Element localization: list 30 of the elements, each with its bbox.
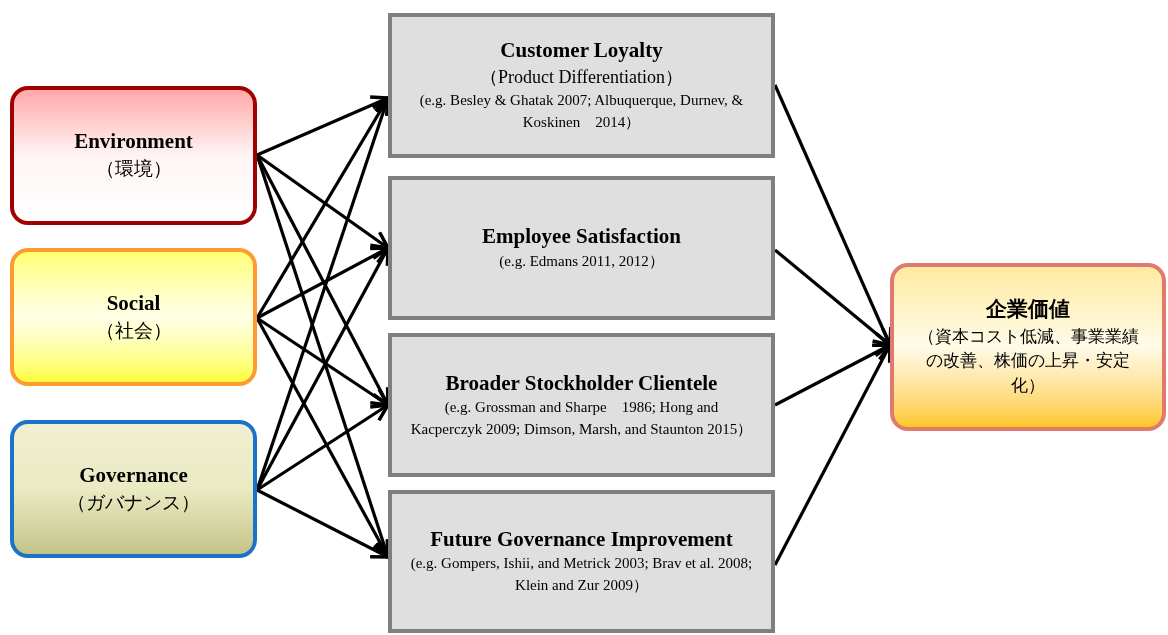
box-title: 企業価値 <box>986 296 1070 324</box>
box-title: Governance <box>79 461 188 489</box>
box-text: (e.g. Gompers, Ishii, and Metrick 2003; Brav et al. 2008; Klein and Zur 2009） <box>409 554 754 596</box>
process-box <box>388 333 775 477</box>
process-box <box>388 13 775 158</box>
box-title: Customer Loyalty <box>500 37 663 65</box>
box-title: Social <box>106 289 161 317</box>
outcome-box <box>890 263 1166 431</box>
arrow <box>256 153 390 250</box>
box-text: （資本コスト低減、事業業績の改善、株価の上昇・安定化） <box>916 324 1140 397</box>
box-text: （Product Differentiation） <box>479 66 684 90</box>
process-box <box>388 490 775 633</box>
box-title: Environment <box>74 128 193 156</box>
box-text: (e.g. Grossman and Sharpe 1986; Hong and Kacperczyk 2009; Dimson, Marsh, and Staunton 2015） <box>409 397 754 439</box>
box-text: (e.g. Edmans 2011, 2012） <box>499 251 664 271</box>
box-title: Broader Stockholder Clientele <box>445 369 718 397</box>
category-box <box>10 86 257 225</box>
box-text: (e.g. Besley & Ghatak 2007; Albuquerque, Durnev, & Koskinen 2014） <box>418 91 745 133</box>
box-text: （ガバナンス） <box>67 490 200 515</box>
box-text: （環境） <box>95 157 172 182</box>
box-title: Future Governance Improvement <box>430 526 733 554</box>
box-text: （社会） <box>95 318 172 343</box>
category-box <box>10 420 257 558</box>
arrow <box>256 403 390 492</box>
box-title: Employee Satisfaction <box>482 223 681 251</box>
process-box <box>388 176 775 320</box>
category-box <box>10 248 257 386</box>
arrow <box>256 488 390 559</box>
arrow <box>255 96 390 319</box>
arrow <box>256 95 390 157</box>
